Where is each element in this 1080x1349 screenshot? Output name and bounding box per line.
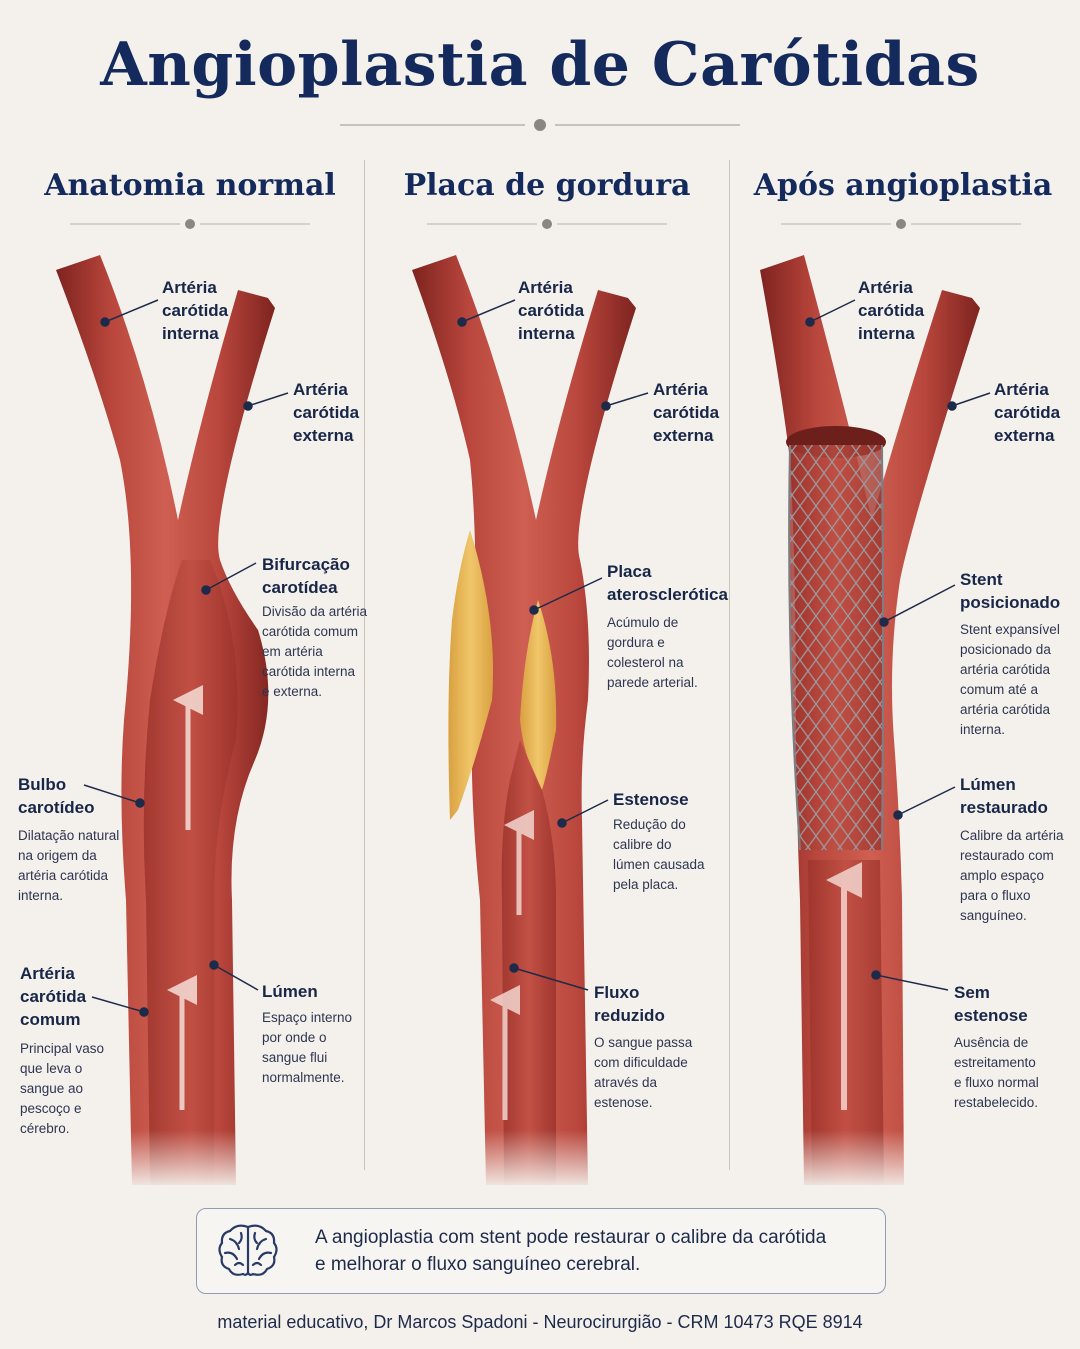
desc-restored-lumen: Calibre da artéria restaurado com amplo … bbox=[960, 828, 1064, 923]
label-internal-carotid: Artéria carótida interna bbox=[858, 278, 925, 343]
label-bifurcation: Bifurcação carotídea bbox=[262, 555, 350, 597]
column-title-plaque: Placa de gordura bbox=[403, 168, 691, 203]
column-ornament bbox=[70, 219, 310, 229]
desc-stent: Stent expansível posicionado da artéria … bbox=[960, 622, 1060, 737]
label-stent: Stent posicionado bbox=[960, 570, 1061, 612]
column-ornament bbox=[427, 219, 667, 229]
desc-no-stenosis: Ausência de estreitamento e fluxo normal… bbox=[954, 1035, 1039, 1110]
label-restored-lumen: Lúmen restaurado bbox=[960, 775, 1048, 817]
label-lumen: Lúmen bbox=[262, 982, 318, 1001]
label-external-carotid: Artéria carótida externa bbox=[994, 380, 1061, 445]
label-stenosis: Estenose bbox=[613, 790, 689, 809]
label-external-carotid: Artéria carótida externa bbox=[293, 380, 360, 445]
info-text: A angioplastia com stent pode restaurar … bbox=[315, 1227, 827, 1275]
label-bulb: Bulbo carotídeo bbox=[18, 775, 95, 817]
label-internal-carotid: Artéria carótida interna bbox=[162, 278, 229, 343]
label-reduced-flow: Fluxo reduzido bbox=[594, 983, 665, 1025]
brain-icon bbox=[218, 1224, 278, 1276]
title-ornament bbox=[340, 119, 740, 131]
page-title: Angioplastia de Carótidas bbox=[100, 30, 980, 100]
desc-bifurcation: Divisão da artéria carótida comum em art… bbox=[262, 604, 368, 699]
desc-bulb: Dilatação natural na origem da artéria c… bbox=[18, 828, 120, 903]
label-common-carotid: Artéria carótida comum bbox=[20, 964, 87, 1029]
column-title-after: Após angioplastia bbox=[753, 168, 1053, 203]
desc-common-carotid: Principal vaso que leva o sangue ao pesc… bbox=[20, 1041, 105, 1136]
label-no-stenosis: Sem estenose bbox=[954, 983, 1028, 1025]
desc-reduced-flow: O sangue passa com dificuldade através d… bbox=[594, 1035, 693, 1110]
desc-stenosis: Redução do calibre do lúmen causada pela… bbox=[613, 817, 705, 892]
label-internal-carotid: Artéria carótida interna bbox=[518, 278, 585, 343]
column-divider bbox=[729, 160, 730, 1170]
label-plaque: Placa aterosclerótica bbox=[607, 562, 728, 604]
column-divider bbox=[364, 160, 365, 1170]
desc-lumen: Espaço interno por onde o sangue flui no… bbox=[262, 1010, 353, 1085]
desc-plaque: Acúmulo de gordura e colesterol na pared… bbox=[607, 615, 698, 690]
info-box: A angioplastia com stent pode restaurar … bbox=[196, 1208, 886, 1294]
footer-credit: material educativo, Dr Marcos Spadoni - … bbox=[217, 1312, 863, 1332]
label-external-carotid: Artéria carótida externa bbox=[653, 380, 720, 445]
column-ornament bbox=[781, 219, 1021, 229]
column-title-normal: Anatomia normal bbox=[44, 168, 336, 203]
